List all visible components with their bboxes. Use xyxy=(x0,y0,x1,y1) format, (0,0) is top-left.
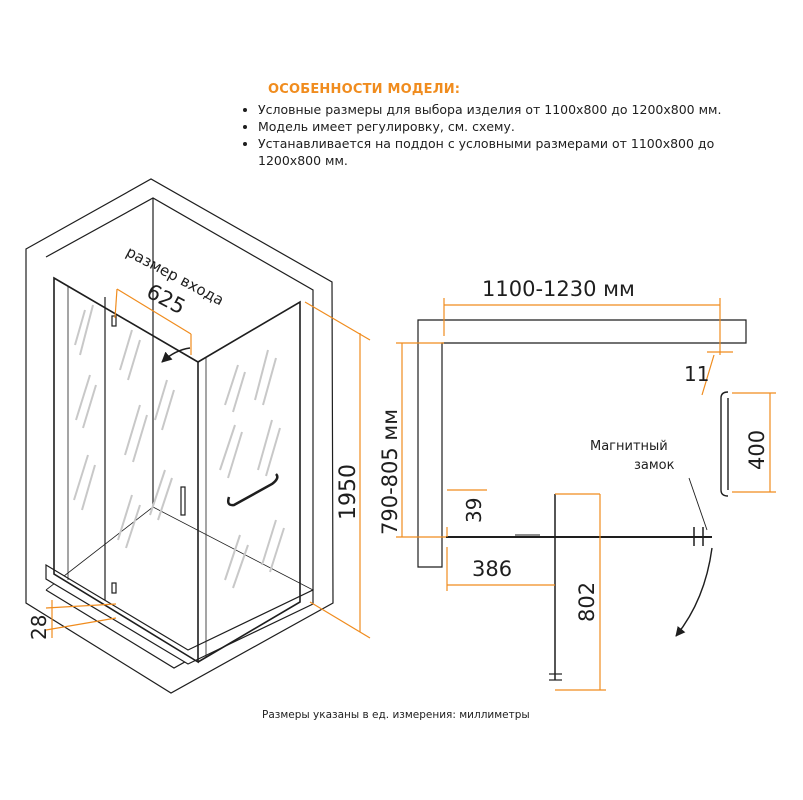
side-panel-frame xyxy=(197,300,301,663)
room-inner-edges xyxy=(45,197,314,669)
depth-value: 790-805 мм xyxy=(378,409,402,535)
hinge-bottom xyxy=(111,582,117,594)
plan-walls xyxy=(417,319,747,568)
plan-view xyxy=(417,319,747,681)
fixed-panel-value: 386 xyxy=(472,557,512,581)
door-swing-arrow xyxy=(161,347,191,363)
handle-offset-value: 400 xyxy=(745,430,769,470)
feature-item-size-range: Условные размеры для выбора изделия от 1… xyxy=(258,101,778,118)
plan-dimensions xyxy=(396,298,776,691)
magnet-leader xyxy=(688,477,708,531)
tray-dimension xyxy=(45,600,117,638)
plan-swing-arrow xyxy=(675,547,713,637)
towel-bar xyxy=(226,473,279,507)
hinge-top xyxy=(111,315,117,327)
total-width-value: 1100-1230 мм xyxy=(482,277,635,301)
gap-value: 11 xyxy=(684,362,709,386)
isometric-view xyxy=(25,178,371,694)
tray-height-value: 28 xyxy=(27,615,51,640)
door-handle xyxy=(180,486,186,516)
profile-value: 39 xyxy=(462,498,486,523)
units-footnote: Размеры указаны в ед. измерения: миллиме… xyxy=(262,709,530,721)
feature-item-adjustment: Модель имеет регулировку, см. схему. xyxy=(258,118,778,135)
features-title: ОСОБЕННОСТИ МОДЕЛИ: xyxy=(268,82,461,97)
height-dimension xyxy=(304,301,371,639)
entry-dimension xyxy=(114,288,192,355)
magnet-label-line1: Магнитный xyxy=(590,439,668,454)
height-value: 1950 xyxy=(336,464,361,520)
glass-streaks xyxy=(73,304,285,589)
features-list: Условные размеры для выбора изделия от 1… xyxy=(242,101,778,169)
door-width-value: 802 xyxy=(575,582,599,622)
magnet-label-line2: замок xyxy=(634,458,675,473)
feature-item-tray: Устанавливается на поддон с условными ра… xyxy=(258,135,778,169)
plan-towel-bar xyxy=(720,391,729,497)
room-outline xyxy=(25,178,334,694)
